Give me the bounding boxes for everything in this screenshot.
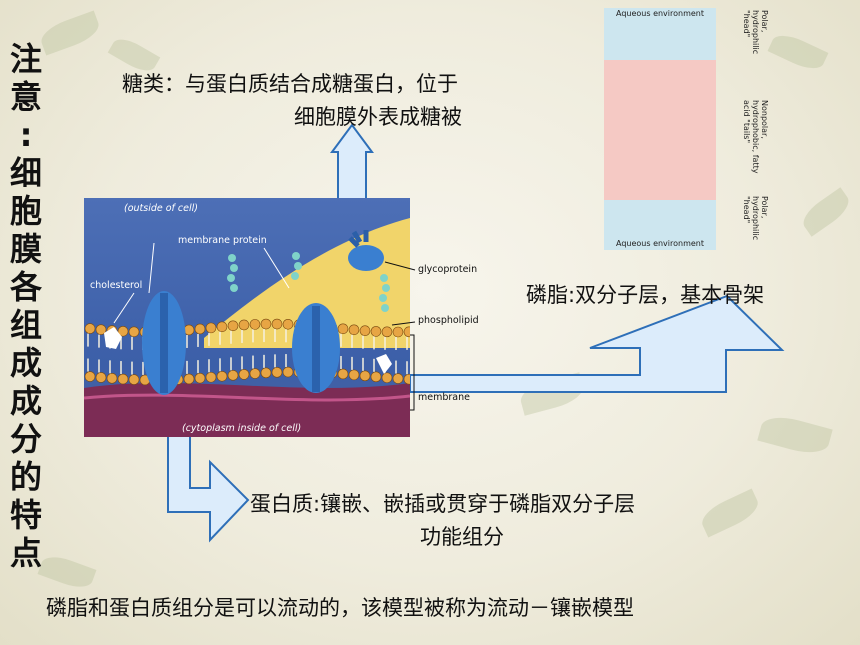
vertical-title-char: 膜 bbox=[9, 230, 42, 268]
lipid-head bbox=[128, 326, 140, 338]
lipid-head bbox=[95, 372, 107, 383]
lipid-head bbox=[95, 324, 107, 335]
nonpolar-tails-label: Nonpolar, hydrophobic, fatty acid "tails… bbox=[742, 100, 769, 174]
lipid-head bbox=[381, 372, 393, 384]
lipid-head bbox=[183, 373, 195, 385]
lipid-head bbox=[249, 319, 261, 330]
lipid-head bbox=[117, 373, 129, 385]
vertical-title-char: 注 bbox=[9, 40, 42, 78]
lipid-head bbox=[359, 370, 371, 382]
lipid-head bbox=[117, 326, 129, 337]
cholesterol-label: cholesterol bbox=[90, 280, 143, 291]
lipid-head bbox=[282, 366, 294, 378]
lipid-head bbox=[106, 373, 118, 384]
vertical-title-char: 特 bbox=[9, 496, 42, 534]
lipid-head bbox=[337, 368, 349, 380]
lipid-head bbox=[194, 323, 206, 335]
lipid-head bbox=[348, 324, 360, 336]
lipid-head bbox=[238, 319, 250, 331]
vertical-title-char: 各 bbox=[9, 268, 42, 306]
lipid-head bbox=[271, 318, 283, 330]
vertical-title-char: 细 bbox=[9, 154, 42, 192]
protein-text-line2: 功能组分 bbox=[420, 525, 504, 549]
lipid-head bbox=[403, 373, 410, 385]
vertical-title-char: 成 bbox=[9, 382, 42, 420]
lipid-head bbox=[271, 367, 283, 378]
lipid-head bbox=[348, 369, 360, 381]
lipid-head bbox=[260, 367, 272, 379]
vertical-title-char: 胞 bbox=[9, 192, 42, 230]
lipid-head bbox=[128, 374, 140, 385]
lipid-head bbox=[392, 326, 404, 338]
cytoplasm-label: (cytoplasm inside of cell) bbox=[182, 423, 302, 434]
lipid-head bbox=[227, 320, 239, 332]
lipid-head bbox=[282, 318, 294, 330]
lipid-head bbox=[216, 370, 228, 382]
vertical-title: 注意:细胞膜各组成成分的特点 bbox=[4, 40, 48, 572]
membrane-illustration bbox=[84, 218, 410, 437]
lipid-head bbox=[403, 326, 410, 338]
protein-text-line1: 蛋白质:镶嵌、嵌插或贯穿于磷脂双分子层 bbox=[250, 492, 636, 516]
down-right-arrow bbox=[167, 404, 250, 543]
lipid-head bbox=[227, 370, 239, 381]
lipid-head bbox=[84, 371, 96, 382]
lipid-head bbox=[205, 371, 217, 383]
lipid-head bbox=[392, 373, 404, 384]
vertical-title-char: 意 bbox=[9, 78, 42, 116]
aqueous-bottom-label: Aqueous environment bbox=[615, 239, 705, 248]
lipid-head bbox=[238, 369, 250, 380]
vertical-title-char: 成 bbox=[9, 344, 42, 382]
lipid-head bbox=[216, 321, 228, 333]
lipid-head bbox=[205, 322, 217, 334]
glycoprotein-label: glycoprotein bbox=[418, 264, 478, 275]
vertical-title-char: 点 bbox=[9, 534, 42, 572]
vertical-title-char: : bbox=[19, 116, 33, 154]
bilayer-diagram: Aqueous environment Aqueous environment bbox=[604, 8, 716, 250]
membrane-label: membrane bbox=[418, 392, 470, 403]
lipid-head bbox=[370, 326, 382, 337]
lipid-text: 磷脂:双分子层，基本骨架 bbox=[526, 283, 765, 307]
vertical-title-char: 的 bbox=[9, 458, 42, 496]
right-arrow bbox=[409, 294, 785, 393]
phospholipid-label: phospholipid bbox=[418, 315, 479, 326]
outside-label: (outside of cell) bbox=[124, 203, 198, 214]
sugar-text-line2: 细胞膜外表成糖被 bbox=[294, 105, 462, 129]
bottom-text: 磷脂和蛋白质组分是可以流动的，该模型被称为流动－镶嵌模型 bbox=[46, 596, 634, 620]
lipid-head bbox=[194, 372, 206, 384]
polar-head-top-label: Polar, hydrophilic "head" bbox=[742, 10, 769, 55]
membrane-protein-label: membrane protein bbox=[178, 235, 267, 246]
lipid-head bbox=[249, 368, 261, 379]
vertical-title-char: 组 bbox=[9, 306, 42, 344]
aqueous-top-label: Aqueous environment bbox=[615, 9, 705, 18]
lipid-head bbox=[260, 318, 272, 330]
vertical-title-char: 分 bbox=[9, 420, 42, 458]
lipid-head bbox=[381, 326, 393, 338]
lipid-head bbox=[370, 371, 382, 383]
sugar-text-line1: 糖类：与蛋白质结合成糖蛋白，位于 bbox=[122, 72, 458, 96]
lipid-head bbox=[337, 323, 349, 335]
lipid-head bbox=[84, 323, 96, 334]
membrane-diagram: (outside of cell) membrane protein chole… bbox=[84, 198, 410, 437]
lipid-head bbox=[359, 325, 371, 337]
polar-head-bottom-label: Polar, hydrophilic "head" bbox=[742, 196, 769, 241]
